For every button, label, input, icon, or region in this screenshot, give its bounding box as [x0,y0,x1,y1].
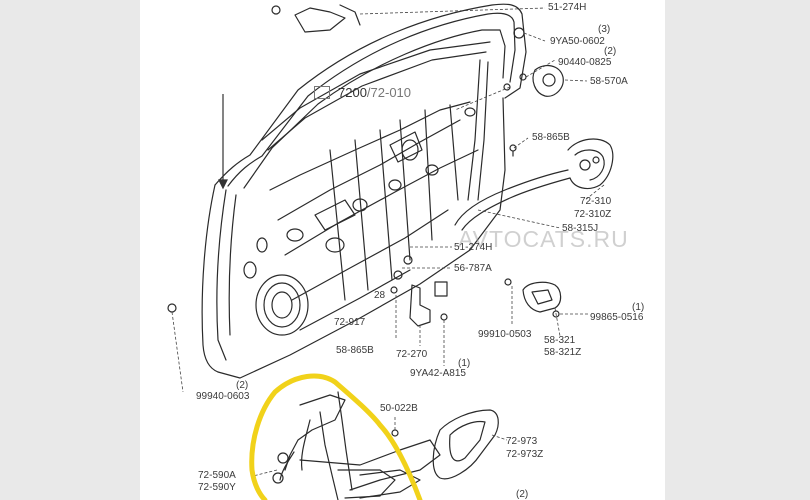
label-58-570A: 58-570A [590,76,628,87]
label-50-022B: 50-022B [380,403,418,414]
qty-99865-0516: (1) [632,302,645,313]
main-ref-sub: /72-010 [366,85,412,100]
main-ref-code: 7200 [338,85,367,100]
label-58-315J: 58-315J [562,223,599,234]
label-99865-0516: 99865-0516 [590,312,644,323]
label-58-865B-bot: 58-865B [336,345,374,356]
label-51-274H-top: 51-274H [548,2,587,13]
label-72-590Y: 72-590Y [198,482,236,493]
label-58-865B-top: 58-865B [532,132,570,143]
highlight-outline [249,373,423,500]
label-56-787A: 56-787A [454,263,492,274]
diagram-sheet: AVTOCATS.RU 7200/72-010 51-274H (3) 9YA5… [140,0,665,500]
label-99940-0603: 99940-0603 [196,391,250,402]
label-51-274H-mid: 51-274H [454,242,493,253]
qty-99940-0603: (2) [236,380,249,391]
main-part-ref: 7200/72-010 [338,85,412,100]
qty-90440-0825: (2) [604,46,617,57]
label-72-310Z: 72-310Z [574,209,612,220]
door-exploded-view [167,3,614,500]
label-9YA50-0602: 9YA50-0602 [550,36,605,47]
watermark: AVTOCATS.RU [458,226,629,252]
label-72-973Z: 72-973Z [506,449,544,460]
label-9YA42-A815: 9YA42-A815 [410,368,466,379]
label-99910-0503: 99910-0503 [478,329,532,340]
qty-bottom: (2) [516,489,529,500]
label-72-590A: 72-590A [198,470,236,481]
label-72-917: 72-917 [334,317,366,328]
label-58-321Z: 58-321Z [544,347,582,358]
label-72-270: 72-270 [396,349,428,360]
page-icon [314,86,330,99]
qty-9YA50-0602: (3) [598,24,611,35]
qty-9YA42-A815: (1) [458,358,471,369]
label-72-310: 72-310 [580,196,612,207]
label-72-973: 72-973 [506,436,538,447]
label-90440-0825: 90440-0825 [558,57,612,68]
label-28: 28 [374,290,386,301]
label-58-321: 58-321 [544,335,576,346]
